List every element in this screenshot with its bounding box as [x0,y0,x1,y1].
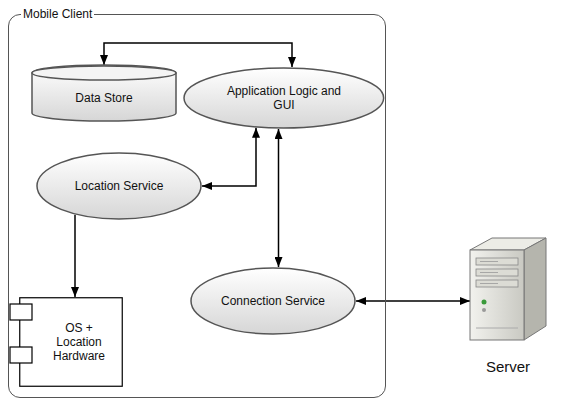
node-label: Location Service [75,179,164,193]
node-label: Data Store [75,91,132,105]
connector-arrow [74,215,76,297]
group-heading: Mobile Client [21,7,94,21]
connector-arrow [104,43,292,67]
connector-arrow [356,300,470,302]
data-store: Data Store [31,65,177,121]
node-label: OS + Location Hardware [48,321,110,363]
server-icon-outline [466,236,550,342]
connector-arrow [278,129,280,267]
process-ellipse: Application Logic and GUI [183,67,385,129]
node-label: Server [486,358,530,376]
component-box: OS + Location Hardware [19,297,123,387]
process-ellipse: Location Service [36,152,202,220]
server-icon: Server [466,236,550,376]
node-label: Application Logic and GUI [218,84,350,112]
process-ellipse: Connection Service [190,267,356,335]
node-label: Connection Service [221,294,325,308]
device-frame: Mobile ClientData StoreApplication Logic… [8,14,386,398]
connector-arrow [202,128,256,186]
